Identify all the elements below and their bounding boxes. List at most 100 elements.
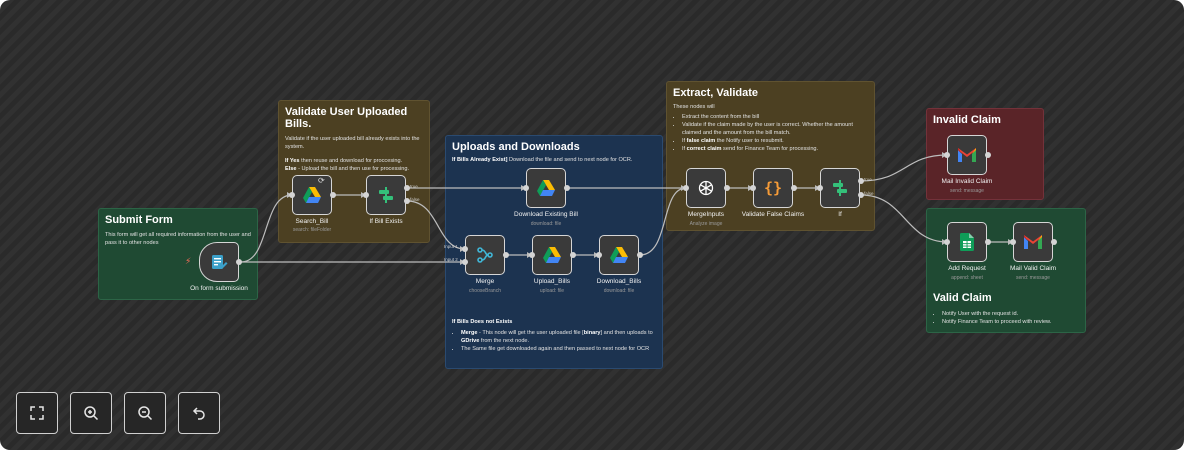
output-port[interactable] [985, 152, 991, 158]
zoom-out-button[interactable] [124, 392, 166, 434]
port-label-input-1: Input 1 [444, 244, 458, 249]
sticky-list-item: Notify User with the request id. [942, 310, 1081, 318]
port-label-input-2: Input 2 [444, 257, 458, 262]
wire-if-false-to-merge [406, 200, 466, 250]
node-validate-false-claims[interactable]: {} [753, 168, 793, 208]
if-branch-icon [833, 180, 847, 196]
sticky-title: Uploads and Downloads [452, 141, 580, 153]
node-merge-inputs[interactable] [686, 168, 726, 208]
google-drive-icon [610, 247, 628, 263]
sticky-list-item: Merge - This node will get the user uplo… [461, 329, 658, 345]
node-label: Upload_Bills [533, 278, 571, 285]
input-port-1[interactable] [462, 246, 468, 252]
sticky-list-item: The Same file get downloaded again and t… [461, 345, 658, 353]
node-download-bills[interactable] [599, 235, 639, 275]
zoom-out-icon [138, 406, 153, 421]
sticky-title: Valid Claim [933, 292, 992, 304]
input-port[interactable] [523, 185, 529, 191]
node-label: If Bill Exists [369, 218, 403, 225]
node-download-existing-bill[interactable] [526, 168, 566, 208]
sticky-title: Validate User Uploaded Bills. [285, 106, 408, 130]
fit-view-button[interactable] [16, 392, 58, 434]
input-port-2[interactable] [462, 259, 468, 265]
node-if-claim[interactable] [820, 168, 860, 208]
input-port[interactable] [529, 252, 535, 258]
node-merge[interactable] [465, 235, 505, 275]
output-port-false[interactable] [404, 198, 410, 204]
node-subtitle: chooseBranch [469, 288, 501, 294]
merge-icon [477, 247, 493, 263]
reset-zoom-icon [192, 407, 205, 420]
output-port-true[interactable] [858, 178, 864, 184]
sticky-list-item: Validate if the claim made by the user i… [682, 121, 868, 137]
node-mail-invalid-claim[interactable] [947, 135, 987, 175]
output-port[interactable] [564, 185, 570, 191]
input-port[interactable] [683, 185, 689, 191]
gmail-icon [958, 148, 976, 162]
output-port[interactable] [570, 252, 576, 258]
input-port[interactable] [817, 185, 823, 191]
output-port-true[interactable] [404, 185, 410, 191]
node-label: Mail Invalid Claim [941, 178, 993, 185]
output-port[interactable] [985, 239, 991, 245]
node-mail-valid-claim[interactable] [1013, 222, 1053, 262]
input-port[interactable] [944, 239, 950, 245]
sticky-list-item: Notify Finance Team to proceed with revi… [942, 318, 1081, 326]
output-port[interactable] [724, 185, 730, 191]
node-label: MergeInputs [687, 211, 725, 218]
sticky-title: Invalid Claim [933, 114, 1001, 126]
output-port[interactable] [503, 252, 509, 258]
node-if-bill-exists[interactable] [366, 175, 406, 215]
input-port[interactable] [944, 152, 950, 158]
node-subtitle: search: fileFolder [292, 227, 332, 233]
output-port[interactable] [791, 185, 797, 191]
sticky-text: Validate if the user uploaded bill alrea… [285, 136, 420, 150]
port-label-true: true [864, 177, 872, 182]
zoom-in-button[interactable] [70, 392, 112, 434]
input-port[interactable] [289, 192, 295, 198]
port-label-true: true [410, 184, 418, 189]
input-port[interactable] [1010, 239, 1016, 245]
wire-downloadbills-to-mergeinputs [639, 187, 687, 256]
if-branch-icon [379, 187, 393, 203]
reset-zoom-button[interactable] [178, 392, 220, 434]
node-label: Download_Bills [596, 278, 642, 285]
sticky-text: If Bills Does not Exists [452, 319, 513, 325]
node-subtitle: upload: file [539, 288, 565, 294]
node-subtitle: send: message [950, 188, 984, 194]
fit-view-icon [30, 406, 44, 420]
node-label: Mail Valid Claim [1009, 265, 1057, 272]
node-subtitle: send: message [1016, 275, 1050, 281]
sticky-list-item: If false claim the Notify user to resubm… [682, 137, 868, 145]
sticky-title: Extract, Validate [673, 87, 758, 99]
wire-form-to-search [240, 194, 293, 263]
port-label-false: false [410, 197, 420, 202]
sticky-text: If Bills Already Exist] Download the fil… [452, 157, 633, 163]
node-on-form-submission[interactable] [199, 242, 239, 282]
google-drive-icon [543, 247, 561, 263]
wire-if-true-to-mail-invalid [860, 154, 948, 182]
node-label: Add Request [948, 265, 986, 272]
sticky-text: These nodes will [673, 104, 715, 110]
input-port[interactable] [750, 185, 756, 191]
node-label: Search_Bill [295, 218, 329, 225]
node-subtitle: Analyze image [689, 221, 723, 227]
trigger-bolt-icon: ⚡ [185, 256, 192, 266]
input-port[interactable] [596, 252, 602, 258]
sticky-text: Else - Upload the bill and then use for … [285, 166, 410, 172]
form-trigger-icon [212, 255, 228, 269]
output-port[interactable] [1051, 239, 1057, 245]
output-port[interactable] [330, 192, 336, 198]
output-port-false[interactable] [858, 192, 864, 198]
node-subtitle: append: sheet [951, 275, 983, 281]
node-upload-bills[interactable] [532, 235, 572, 275]
sticky-list-item: If correct claim send for Finance Team f… [682, 145, 868, 153]
node-search-bill[interactable] [292, 175, 332, 215]
output-port[interactable] [637, 252, 643, 258]
sticky-validate-bills[interactable]: Validate User Uploaded Bills. Validate i… [278, 100, 430, 243]
node-add-request[interactable] [947, 222, 987, 262]
output-port[interactable] [236, 259, 242, 265]
input-port[interactable] [363, 192, 369, 198]
